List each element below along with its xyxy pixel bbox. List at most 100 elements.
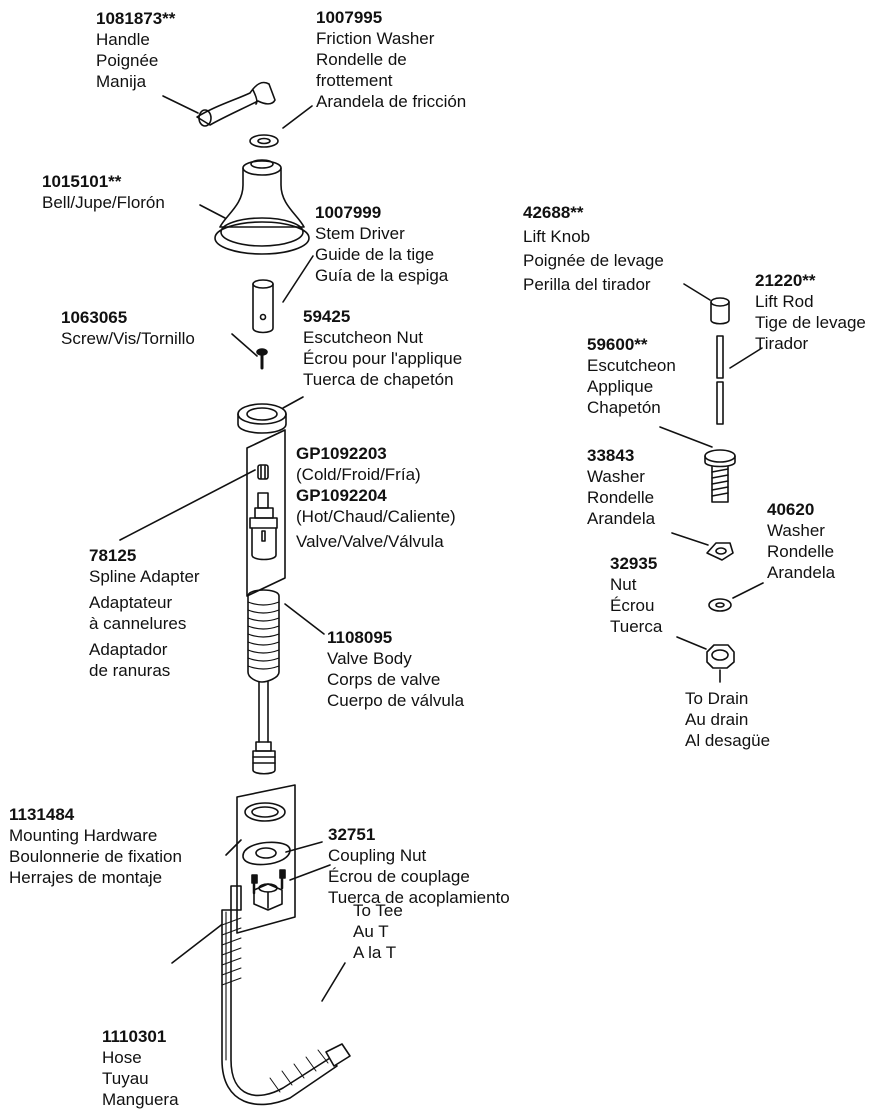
leader-lines xyxy=(119,95,764,1002)
label-line: Spline Adapter xyxy=(89,567,200,586)
label-line: Hose xyxy=(102,1048,142,1067)
label-line: Adaptateur xyxy=(89,593,173,612)
label-line: Stem Driver xyxy=(315,224,405,243)
lift-rod-part xyxy=(716,335,724,425)
label-line: de ranuras xyxy=(89,661,171,680)
label-stem-driver: 1007999 Stem Driver Guide de la tige Guí… xyxy=(315,202,448,286)
label-line: Boulonnerie de fixation xyxy=(9,847,182,866)
part-number: 78125 xyxy=(89,546,137,565)
label-escutcheon-nut: 59425 Escutcheon Nut Écrou pour l'appliq… xyxy=(303,306,462,390)
label-line: Poignée de levage xyxy=(523,251,664,270)
label-line: Au T xyxy=(353,922,389,941)
washer-33843-part xyxy=(706,542,734,561)
label-line: To Tee xyxy=(353,901,403,920)
label-line: Washer xyxy=(767,521,825,540)
label-valve: GP1092203 (Cold/Froid/Fría) GP1092204 (H… xyxy=(296,443,456,552)
label-line: Tuerca xyxy=(610,617,663,636)
valve-cartridge-part xyxy=(249,492,278,561)
label-escutcheon: 59600** Escutcheon Applique Chapetón xyxy=(587,334,676,418)
label-handle: 1081873** Handle Poignée Manija xyxy=(96,8,175,92)
label-line: Arandela xyxy=(587,509,656,528)
label-line: Mounting Hardware xyxy=(9,826,158,845)
label-line: Adaptador xyxy=(89,640,168,659)
friction-washer-part xyxy=(249,134,279,148)
label-line: Perilla del tirador xyxy=(523,275,651,294)
label-line: Herrajes de montaje xyxy=(9,868,163,887)
part-number: 1110301 xyxy=(102,1027,167,1046)
part-number: 1108095 xyxy=(327,628,393,647)
part-number: 40620 xyxy=(767,500,815,519)
label-hose: 1110301 Hose Tuyau Manguera xyxy=(102,1026,179,1110)
part-number: 1063065 xyxy=(61,308,128,327)
part-number: 1015101** xyxy=(42,172,122,191)
label-line: Handle xyxy=(96,30,150,49)
label-line: Valve/Valve/Válvula xyxy=(296,532,444,551)
label-spline-adapter: 78125 Spline Adapter Adaptateur à cannel… xyxy=(89,545,200,681)
label-line: Screw/Vis/Tornillo xyxy=(61,329,195,348)
label-line: To Drain xyxy=(685,689,749,708)
part-number: 1007995 xyxy=(316,8,383,27)
label-line: Valve Body xyxy=(327,649,412,668)
label-line: Écrou pour l'applique xyxy=(303,349,463,368)
nut-32935-part xyxy=(706,644,735,669)
label-line: Al desagüe xyxy=(685,731,771,750)
label-line: Friction Washer xyxy=(316,29,435,48)
label-lift-rod: 21220** Lift Rod Tige de levage Tirador xyxy=(755,270,866,354)
label-line: (Cold/Froid/Fría) xyxy=(296,465,421,484)
part-number: 42688** xyxy=(523,203,584,222)
label-line: Rondelle xyxy=(767,542,835,561)
label-line: Escutcheon xyxy=(587,356,676,375)
hose-part xyxy=(221,885,351,1106)
label-line: Arandela xyxy=(767,563,836,582)
label-line: Manguera xyxy=(102,1090,179,1109)
lift-knob-part xyxy=(710,297,730,325)
part-number: 33843 xyxy=(587,446,635,465)
label-line: Rondelle xyxy=(587,488,655,507)
label-bell: 1015101** Bell/Jupe/Florón xyxy=(42,171,165,213)
screw-part xyxy=(256,348,268,370)
label-screw: 1063065 Screw/Vis/Tornillo xyxy=(61,307,195,349)
mounting-hardware-enclosure xyxy=(236,784,296,934)
label-line: Écrou de couplage xyxy=(328,867,470,886)
label-nut-32935: 32935 Nut Écrou Tuerca xyxy=(610,553,662,637)
escutcheon-nut-part xyxy=(237,403,287,434)
spline-adapter-part xyxy=(257,464,269,480)
coupling-nut-part xyxy=(253,883,283,911)
part-number: 32935 xyxy=(610,554,658,573)
label-to-drain: To Drain Au drain Al desagüe xyxy=(685,688,770,751)
label-line: Coupling Nut xyxy=(328,846,427,865)
part-number: 59425 xyxy=(303,307,351,326)
label-line: Au drain xyxy=(685,710,749,729)
label-line: Arandela de fricción xyxy=(316,92,467,111)
label-line: Tige de levage xyxy=(755,313,866,332)
label-line: à cannelures xyxy=(89,614,187,633)
label-line: Tuerca de chapetón xyxy=(303,370,454,389)
label-coupling-nut: 32751 Coupling Nut Écrou de couplage Tue… xyxy=(328,824,510,908)
label-line: Lift Knob xyxy=(523,227,591,246)
bell-part xyxy=(214,159,310,255)
valve-body-part xyxy=(247,589,280,775)
part-number-alt: GP1092204 xyxy=(296,486,387,505)
label-line: Applique xyxy=(587,377,654,396)
label-line: Tuyau xyxy=(102,1069,149,1088)
label-line: Bell/Jupe/Florón xyxy=(42,193,165,212)
label-washer-40620: 40620 Washer Rondelle Arandela xyxy=(767,499,835,583)
label-line: Guía de la espiga xyxy=(315,266,449,285)
label-line: Rondelle de xyxy=(316,50,407,69)
label-line: Poignée xyxy=(96,51,159,70)
label-washer-33843: 33843 Washer Rondelle Arandela xyxy=(587,445,655,529)
part-number: 32751 xyxy=(328,825,376,844)
label-line: Washer xyxy=(587,467,645,486)
label-friction-washer: 1007995 Friction Washer Rondelle de frot… xyxy=(316,7,466,112)
part-number: 1131484 xyxy=(9,805,75,824)
label-line: Corps de valve xyxy=(327,670,441,689)
label-line: (Hot/Chaud/Caliente) xyxy=(296,507,456,526)
label-line: frottement xyxy=(316,71,393,90)
label-line: Manija xyxy=(96,72,147,91)
handle-part xyxy=(196,81,276,127)
label-line: Tuerca de acoplamiento xyxy=(328,888,510,907)
washer-40620-part xyxy=(708,598,732,612)
label-line: A la T xyxy=(353,943,397,962)
part-number: 1007999 xyxy=(315,203,382,222)
